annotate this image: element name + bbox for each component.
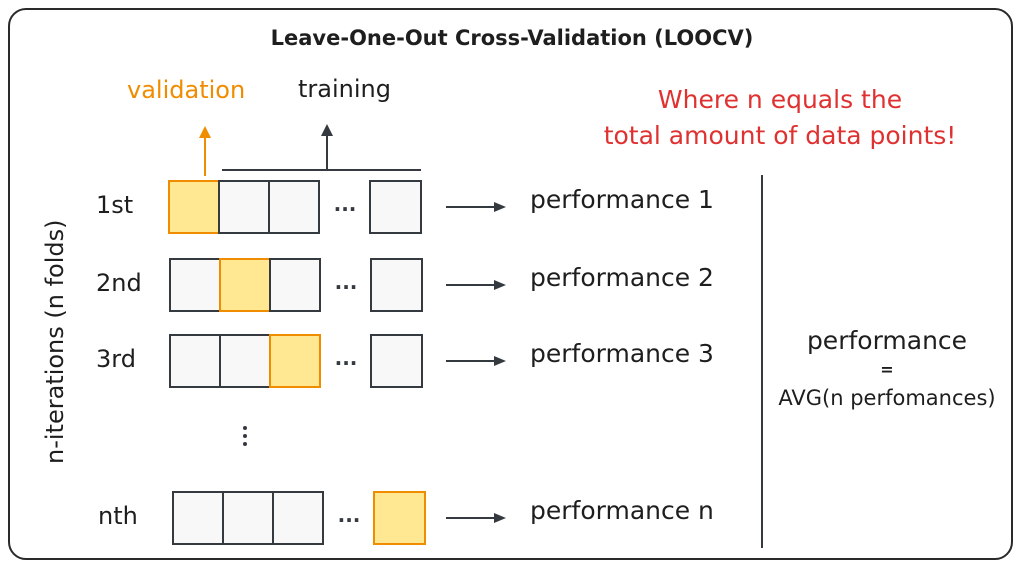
performance-result: performance 3 (530, 339, 714, 368)
note-text: Where n equals the total amount of data … (560, 82, 1000, 154)
fold-ellipsis: ... (335, 270, 358, 294)
validation-arrowhead-icon (199, 126, 211, 138)
diagram-frame (8, 8, 1013, 560)
training-fold (169, 258, 221, 312)
performance-result: performance n (530, 496, 714, 525)
training-fold (219, 334, 271, 388)
validation-fold (269, 334, 321, 388)
iteration-label: 2nd (96, 269, 142, 297)
arrowhead-icon (494, 202, 506, 212)
arrowhead-icon (494, 356, 506, 366)
equals-sign: = (880, 360, 894, 379)
training-fold (370, 258, 423, 312)
training-fold (272, 491, 324, 545)
training-arrowhead-icon (321, 124, 333, 136)
performance-result: performance 2 (530, 263, 714, 292)
training-label: training (298, 75, 391, 103)
vertical-dots (243, 442, 247, 446)
summary-performance: performance (806, 326, 968, 355)
note-line-2: total amount of data points! (603, 121, 957, 150)
training-fold (370, 334, 423, 388)
fold-ellipsis: ... (338, 503, 361, 527)
validation-fold (373, 491, 426, 545)
validation-label: validation (127, 76, 246, 104)
vertical-dots (243, 434, 247, 438)
validation-fold (168, 180, 220, 234)
training-fold (218, 180, 270, 234)
training-fold (369, 180, 422, 234)
arrowhead-icon (494, 280, 506, 290)
fold-ellipsis: ... (334, 192, 357, 216)
vertical-dots (243, 426, 247, 430)
performance-result: performance 1 (530, 185, 714, 214)
training-fold (222, 491, 274, 545)
training-fold (268, 180, 320, 234)
validation-fold (219, 258, 271, 312)
iteration-label: nth (98, 502, 138, 530)
training-fold (169, 334, 221, 388)
summary-average: AVG(n perfomances) (778, 386, 996, 410)
iteration-label: 1st (96, 191, 134, 219)
training-fold (172, 491, 224, 545)
diagram-title: Leave-One-Out Cross-Validation (LOOCV) (270, 26, 754, 50)
arrowhead-icon (494, 513, 506, 523)
fold-ellipsis: ... (335, 346, 358, 370)
iteration-label: 3rd (96, 345, 136, 373)
note-line-1: Where n equals the (657, 85, 903, 114)
training-fold (269, 258, 321, 312)
